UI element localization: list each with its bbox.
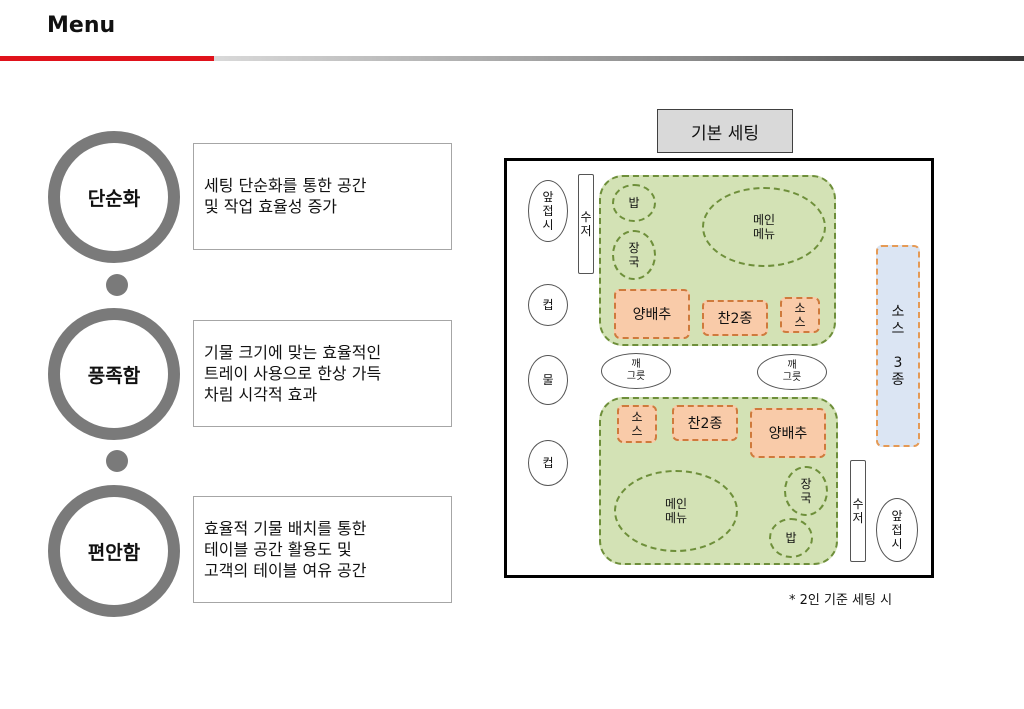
header-divider-bar — [214, 56, 1024, 61]
sauce-dish-bottom: 소 스 — [617, 405, 657, 443]
description-box-comfort: 효율적 기물 배치를 통한 테이블 공간 활용도 및 고객의 테이블 여유 공간 — [193, 496, 452, 603]
ring-abundance: 풍족함 — [48, 308, 180, 440]
page-title: Menu — [47, 13, 116, 38]
left-side-plate: 앞 접 시 — [528, 180, 568, 242]
description-line: 및 작업 효율성 증가 — [204, 197, 338, 216]
diagram-title: 기본 세팅 — [657, 109, 793, 153]
description-line: 고객의 테이블 여유 공간 — [204, 561, 367, 580]
right-spoon-chopsticks: 수 저 — [850, 460, 866, 562]
ring-label: 풍족함 — [87, 364, 141, 387]
ring-comfort: 편안함 — [48, 485, 180, 617]
sauce-dish-top: 소 스 — [780, 297, 820, 333]
description-box-abundance: 기물 크기에 맞는 효율적인 트레이 사용으로 한상 가득 차림 시각적 효과 — [193, 320, 452, 427]
description-line: 트레이 사용으로 한상 가득 — [204, 364, 382, 383]
description-line: 테이블 공간 활용도 및 — [204, 540, 352, 559]
connector-dot — [106, 450, 128, 472]
description-line: 효율적 기물 배치를 통한 — [204, 519, 367, 538]
soup-bowl-bottom: 장 국 — [784, 466, 828, 516]
left-spoon-chopsticks: 수 저 — [578, 174, 594, 274]
sesame-bowl-right: 깨 그릇 — [757, 354, 827, 390]
main-dish-top: 메인 메뉴 — [702, 187, 826, 267]
description-line: 세팅 단순화를 통한 공간 — [204, 176, 367, 195]
ring-simplification: 단순화 — [48, 131, 180, 263]
description-box-simplification: 세팅 단순화를 통한 공간 및 작업 효율성 증가 — [193, 143, 452, 250]
left-cup: 컵 — [528, 284, 568, 326]
sesame-bowl-left: 깨 그릇 — [601, 353, 671, 389]
description-line: 차림 시각적 효과 — [204, 385, 318, 404]
left-cup-2: 컵 — [528, 440, 568, 486]
soup-bowl-top: 장 국 — [612, 230, 656, 280]
side-dishes-top: 찬2종 — [702, 300, 768, 336]
water-cup: 물 — [528, 355, 568, 405]
rice-bowl-bottom: 밥 — [769, 518, 813, 558]
description-line: 기물 크기에 맞는 효율적인 — [204, 343, 382, 362]
side-dishes-bottom: 찬2종 — [672, 405, 738, 441]
ring-label: 편안함 — [87, 541, 141, 564]
ring-label: 단순화 — [87, 187, 141, 210]
cabbage-dish-top: 양배추 — [614, 289, 690, 339]
main-dish-bottom: 메인 메뉴 — [614, 470, 738, 552]
sauce-three-kinds: 소 스 3 종 — [876, 245, 920, 447]
rice-bowl-top: 밥 — [612, 184, 656, 222]
footnote: * 2인 기준 세팅 시 — [789, 593, 893, 608]
connector-dot — [106, 274, 128, 296]
right-side-plate: 앞 접 시 — [876, 498, 918, 562]
header-accent-bar — [0, 56, 214, 61]
cabbage-dish-bottom: 양배추 — [750, 408, 826, 458]
